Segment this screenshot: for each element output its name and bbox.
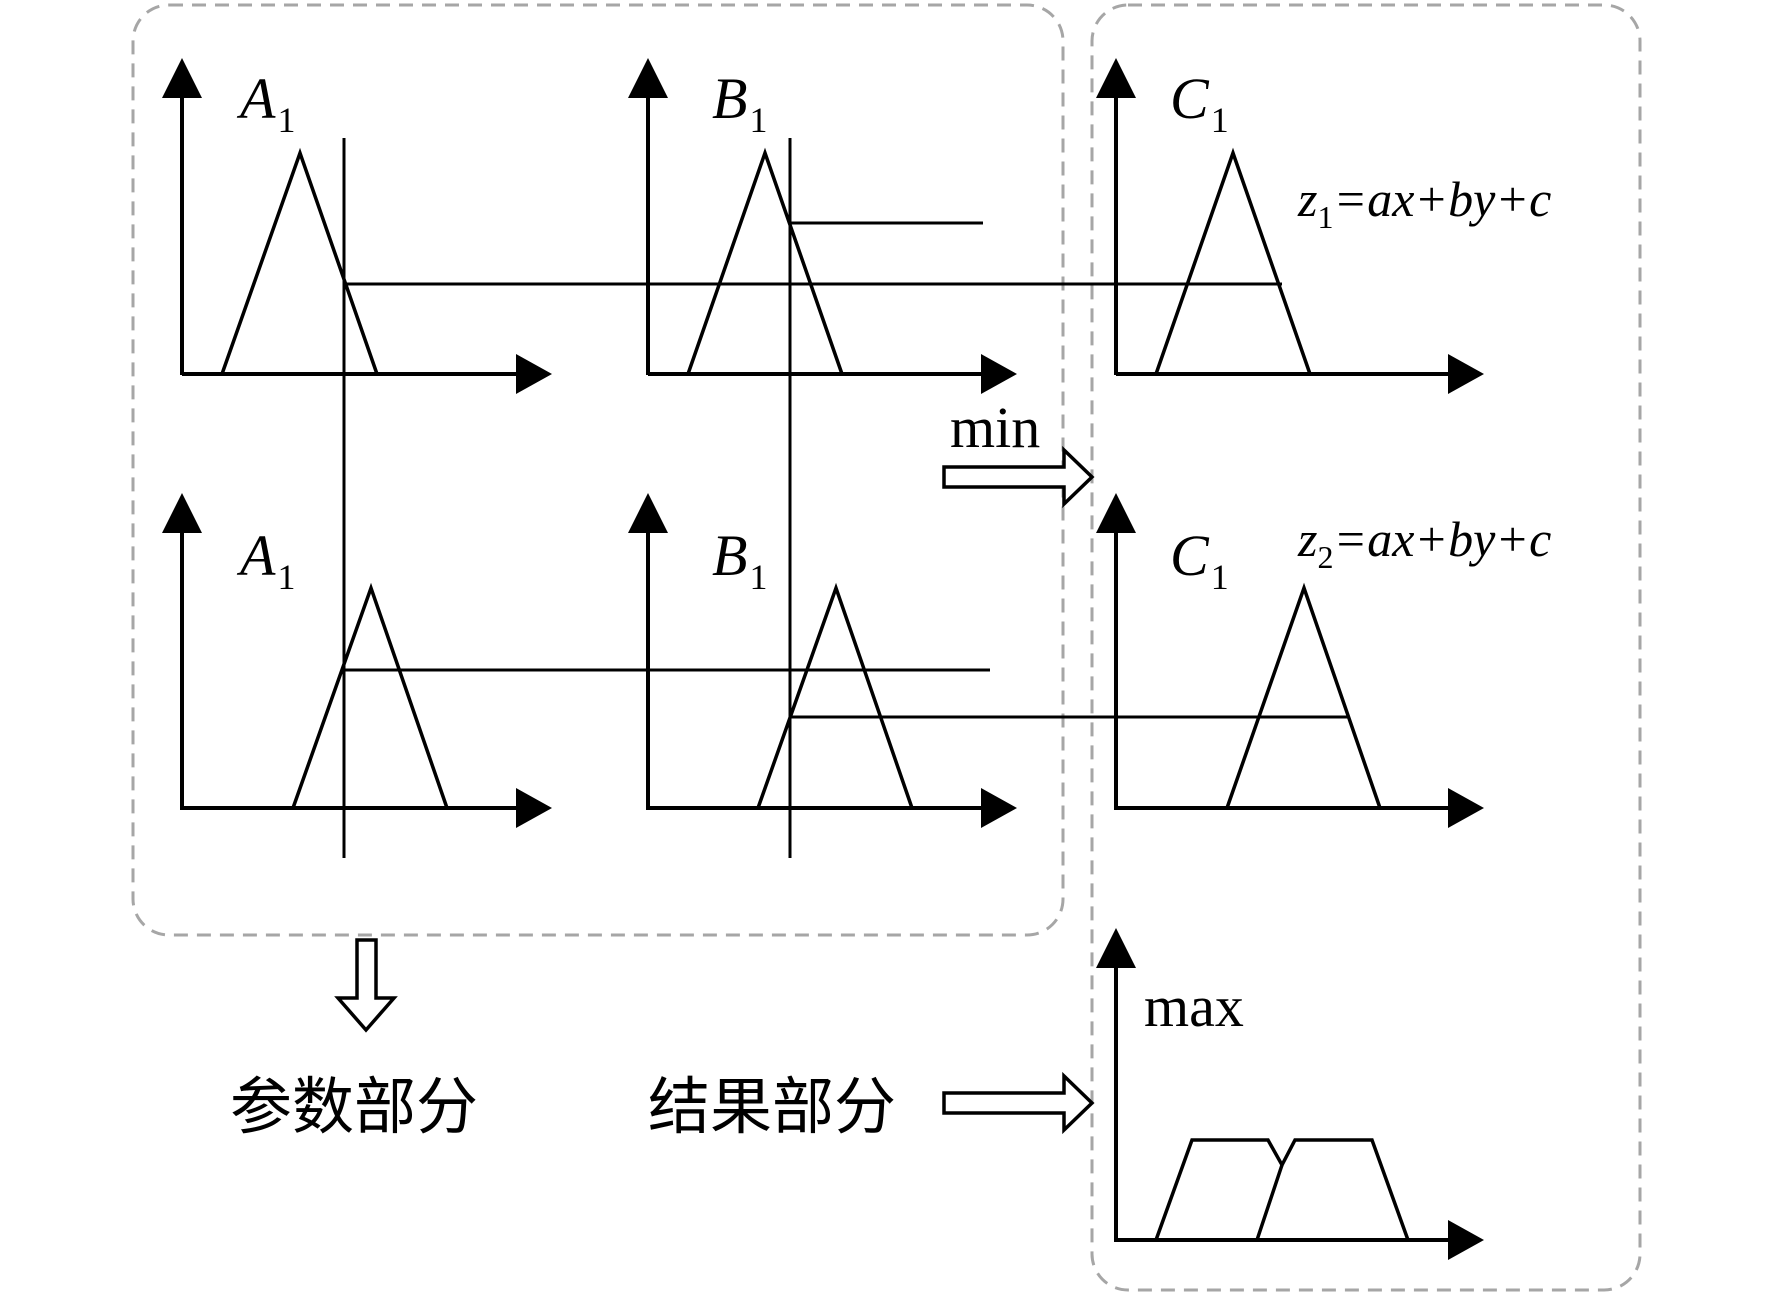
parameter-part-box	[131, 3, 1065, 937]
a1-top-x-arrowhead	[516, 354, 552, 394]
parameter-part-caption: 参数部分	[230, 1070, 478, 1143]
a1-top-label: A1	[236, 66, 295, 140]
z1-equation: z1=ax+by+c	[1297, 171, 1551, 235]
b1-top-y-arrowhead	[628, 58, 668, 98]
min-arrow	[942, 445, 1095, 509]
a1-bottom-x-arrowhead	[516, 788, 552, 828]
b1-bottom-membership-triangle	[756, 582, 914, 809]
c1-top-x-arrowhead	[1448, 354, 1484, 394]
b1-top-plot: B1	[628, 58, 1017, 394]
b1-top-label: B1	[712, 66, 767, 140]
c1-bottom-membership-triangle	[1225, 582, 1382, 809]
a1-bottom-label: A1	[236, 523, 295, 597]
c1-top-membership-triangle	[1154, 147, 1312, 375]
c1-bottom-x-arrowhead	[1448, 788, 1484, 828]
max-operator-label: max	[1144, 974, 1244, 1039]
max-y-arrowhead	[1096, 928, 1136, 968]
min-operator-label: min	[950, 395, 1040, 460]
max-aggregated-shape-inner	[1255, 1164, 1284, 1241]
max-aggregation-plot: max	[1096, 928, 1484, 1260]
a1-bottom-membership-triangle	[291, 582, 449, 809]
c1-bottom-plot: C1 z2=ax+by+c	[1096, 493, 1551, 828]
z2-equation: z2=ax+by+c	[1297, 511, 1551, 575]
b1-bottom-y-arrowhead	[628, 493, 668, 533]
result-part-arrow	[942, 1071, 1095, 1135]
b1-top-membership-triangle	[686, 147, 844, 375]
result-part-caption: 结果部分	[648, 1070, 896, 1143]
a1-top-membership-triangle	[220, 147, 379, 375]
a1-top-plot: A1	[162, 58, 552, 394]
a1-top-y-arrowhead	[162, 58, 202, 98]
c1-top-y-arrowhead	[1096, 58, 1136, 98]
b1-bottom-label: B1	[712, 523, 767, 597]
a1-bottom-plot: A1	[162, 493, 552, 828]
result-part-box	[1090, 3, 1642, 1292]
max-aggregated-shape	[1154, 1138, 1410, 1241]
c1-top-plot: C1 z1=ax+by+c	[1096, 58, 1551, 394]
b1-bottom-plot: B1	[628, 493, 1017, 828]
a1-bottom-y-arrowhead	[162, 493, 202, 533]
max-x-arrowhead	[1448, 1220, 1484, 1260]
b1-bottom-x-arrowhead	[981, 788, 1017, 828]
c1-top-label: C1	[1170, 66, 1229, 140]
parameter-part-down-arrow	[334, 938, 398, 1033]
b1-top-x-arrowhead	[981, 354, 1017, 394]
c1-bottom-y-arrowhead	[1096, 493, 1136, 533]
c1-bottom-label: C1	[1170, 523, 1229, 597]
